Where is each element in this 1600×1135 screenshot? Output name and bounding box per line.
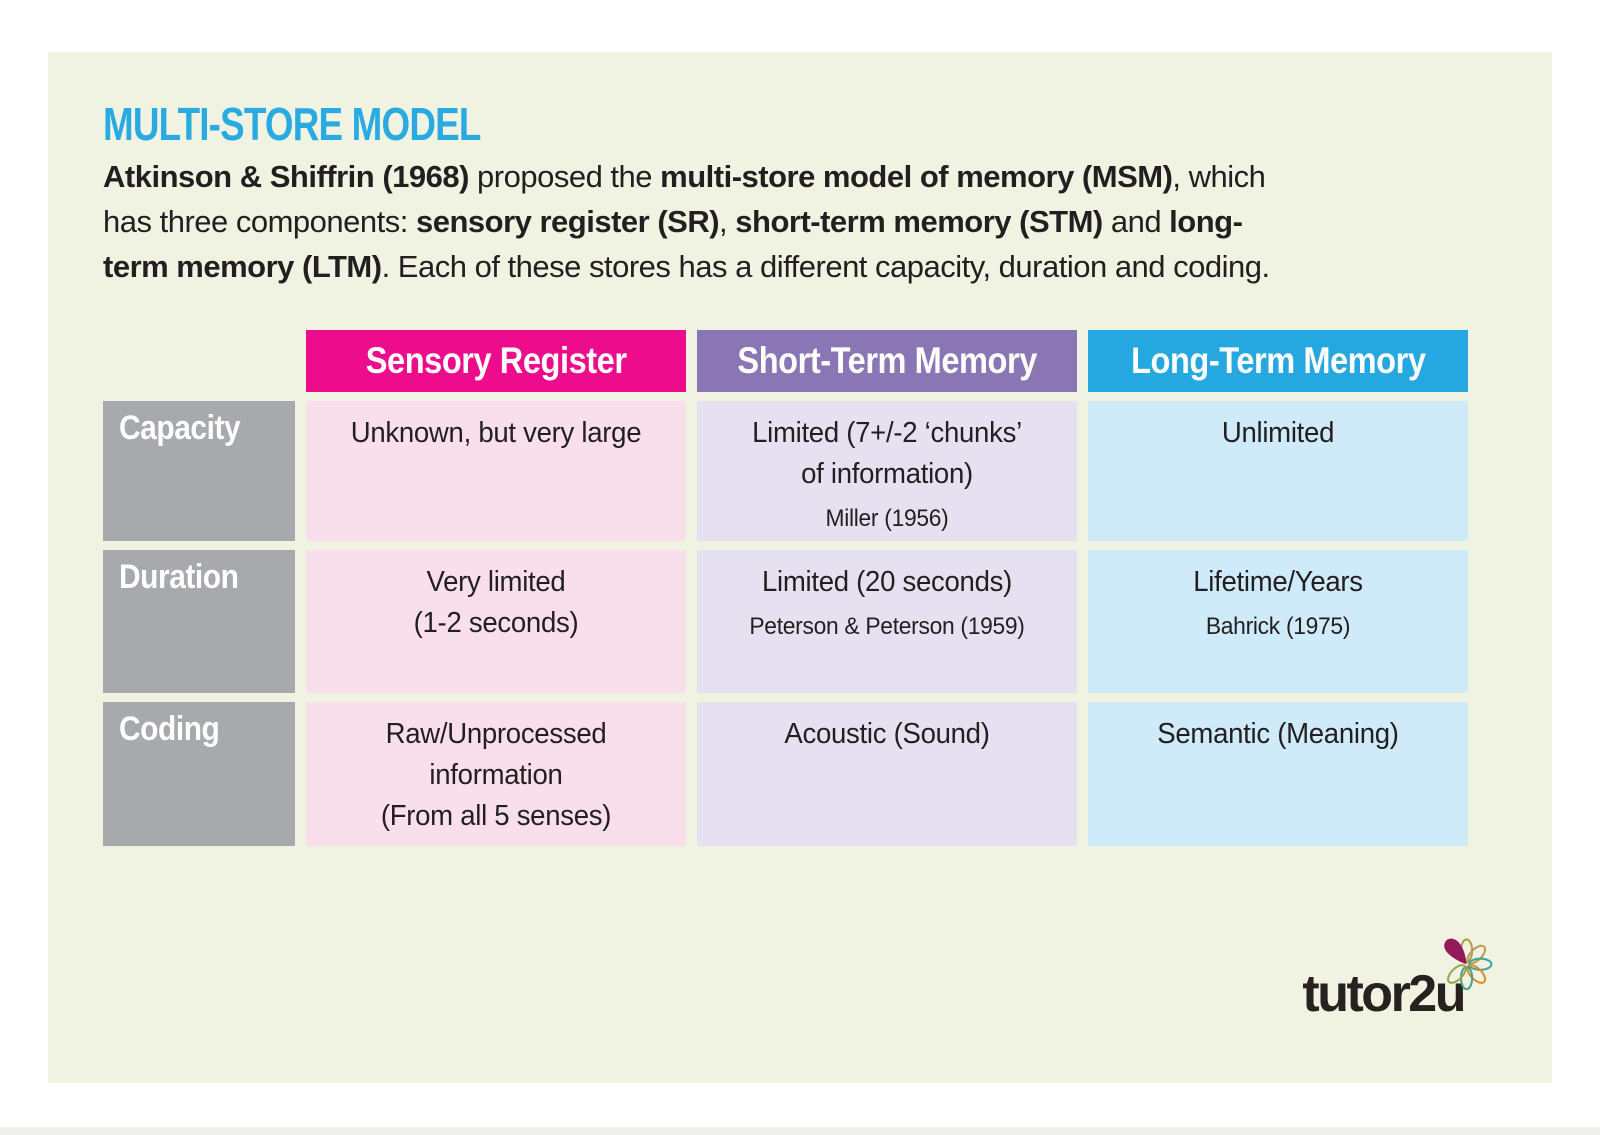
intro-bold-text: short-term memory (STM) xyxy=(735,204,1103,239)
memory-table: Sensory Register Short-Term Memory Long-Te… xyxy=(103,330,1468,846)
column-header: Sensory Register xyxy=(306,330,686,392)
cell-main-text: Unlimited xyxy=(1221,417,1335,449)
intro-text: , which has three components: xyxy=(103,159,1266,239)
flower-icon xyxy=(1444,938,1493,990)
row-label: Coding xyxy=(103,702,295,846)
flower-filled-petal xyxy=(1444,938,1467,965)
cell-main-text: Limited (20 seconds) xyxy=(761,566,1013,598)
row-label: Duration xyxy=(103,550,295,693)
table-cell: Limited (7+/-2 ‘chunks’ of information) M… xyxy=(697,401,1077,541)
page-title: MULTI-STORE MODEL xyxy=(103,98,481,150)
cell-main-text: Lifetime/Years xyxy=(1193,566,1363,598)
intro-bold-text: Atkinson & Shiffrin (1968) xyxy=(103,159,469,194)
row-label: Capacity xyxy=(103,401,295,541)
logo-text: tutor2u xyxy=(1302,965,1466,1023)
worksheet-panel: MULTI-STORE MODEL Atkinson & Shiffrin (1… xyxy=(48,52,1552,1083)
column-header-label: Short-Term Memory xyxy=(737,340,1037,381)
tutor2u-logo: tutor2u xyxy=(1302,938,1493,1024)
cell-main-text: Acoustic (Sound) xyxy=(784,718,990,750)
cell-main-text: Raw/Unprocessed information (From all 5 … xyxy=(380,718,612,832)
intro-text: , xyxy=(719,204,736,239)
column-header: Short-Term Memory xyxy=(697,330,1077,392)
table-cell: Unlimited xyxy=(1088,401,1468,541)
cell-citation: Miller (1956) xyxy=(825,505,949,532)
table-cell: Limited (20 seconds) Peterson & Peterson … xyxy=(697,550,1077,693)
table-cell: Raw/Unprocessed information (From all 5 … xyxy=(306,702,686,846)
intro-bold-text: sensory register (SR) xyxy=(415,204,720,239)
column-header-label: Sensory Register xyxy=(365,340,627,381)
table-corner-spacer xyxy=(103,330,295,392)
cell-main-text: Semantic (Meaning) xyxy=(1157,718,1399,750)
intro-text: and xyxy=(1102,204,1170,239)
intro-paragraph: Atkinson & Shiffrin (1968) proposed the … xyxy=(103,154,1523,289)
column-header: Long-Term Memory xyxy=(1088,330,1468,392)
intro-text: proposed the xyxy=(468,159,661,194)
cell-citation: Bahrick (1975) xyxy=(1205,613,1351,640)
intro-bold-text: multi-store model of memory (MSM) xyxy=(660,159,1173,194)
page-title-wrap: MULTI-STORE MODEL xyxy=(103,98,575,150)
intro-text: . Each of these stores has a different c… xyxy=(381,249,1271,284)
table-cell: Semantic (Meaning) xyxy=(1088,702,1468,846)
column-header-label: Long-Term Memory xyxy=(1130,340,1426,381)
table-cell: Acoustic (Sound) xyxy=(697,702,1077,846)
cell-main-text: Very limited (1-2 seconds) xyxy=(413,566,579,639)
bottom-strip xyxy=(0,1127,1600,1135)
row-label-text: Coding xyxy=(119,710,220,748)
table-cell: Very limited (1-2 seconds) xyxy=(306,550,686,693)
row-label-text: Duration xyxy=(119,558,239,596)
row-label-text: Capacity xyxy=(119,409,241,447)
table-cell: Unknown, but very large xyxy=(306,401,686,541)
intro-bold-text: long- term memory (LTM) xyxy=(103,204,1243,284)
cell-main-text: Limited (7+/-2 ‘chunks’ of information) xyxy=(752,417,1022,490)
cell-citation: Peterson & Peterson (1959) xyxy=(749,613,1025,640)
cell-main-text: Unknown, but very large xyxy=(350,417,642,449)
